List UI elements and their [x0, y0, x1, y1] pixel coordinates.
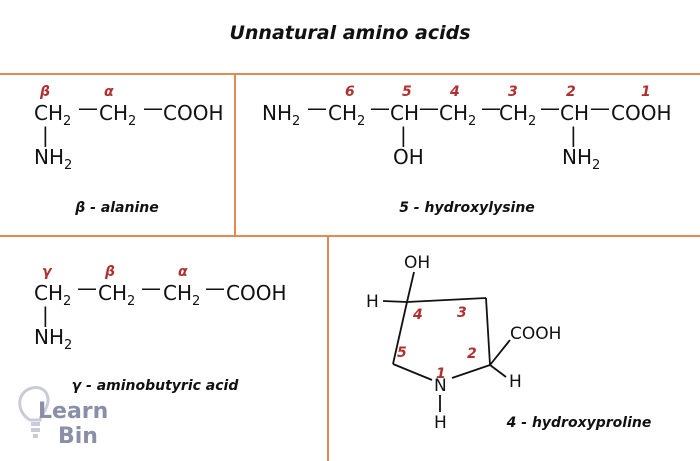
atom-c4: CH2 [439, 101, 476, 129]
atom-nh2-alpha: NH2 [562, 145, 600, 173]
bond-c: — [419, 96, 439, 120]
locant-2: 2 [467, 346, 477, 362]
bond-2: — [141, 276, 161, 300]
panel-hydroxylysine: 6 5 4 3 2 1 NH2 — CH2 — CH — CH2 — CH2 —… [262, 84, 672, 216]
atom-cooh: COOH [163, 101, 224, 125]
atom-ch2-beta: CH2 [98, 281, 135, 309]
atom-h-n: H [434, 413, 447, 433]
locant-1: 1 [436, 366, 446, 382]
bond-e: — [540, 96, 560, 120]
divider-middle [0, 235, 700, 237]
atom-c6: CH2 [328, 101, 365, 129]
locant-6: 6 [345, 84, 355, 100]
bond-c4-c3 [406, 297, 487, 303]
divider-top-vertical [234, 73, 236, 236]
caption-hydroxyproline: 4 - hydroxyproline [506, 415, 652, 431]
panel-beta-alanine: β α CH2 — CH2 — COOH | NH2 β - alanine [34, 84, 224, 216]
atom-ch2-beta: CH2 [34, 101, 71, 129]
bond-vertical-oh: | [400, 123, 407, 147]
bond-vertical-nh2: | [570, 123, 577, 147]
bond-c2-cooh [489, 339, 511, 366]
bond-vertical: | [42, 123, 49, 147]
locant-2: 2 [566, 84, 576, 100]
atom-cooh: COOH [611, 101, 672, 125]
bond-b: — [370, 96, 390, 120]
atom-nh2-terminal: NH2 [262, 101, 300, 129]
locant-1: 1 [641, 84, 651, 100]
bond-c2-n [451, 364, 491, 379]
locant-4: 4 [412, 307, 423, 323]
atom-ch2-alpha: CH2 [163, 281, 200, 309]
atom-oh: OH [404, 253, 430, 273]
atom-c2: CH [560, 101, 589, 125]
divider-bottom-vertical [327, 236, 329, 461]
bond-d: — [481, 96, 501, 120]
atom-ch2-gamma: CH2 [34, 281, 71, 309]
atom-h-c4: H [366, 292, 379, 312]
divider-top [0, 73, 700, 75]
bond-2: — [143, 96, 163, 120]
bond-c2-h [489, 364, 507, 378]
bond-1: — [77, 276, 97, 300]
locant-alpha: α [178, 264, 188, 280]
locant-3: 3 [508, 84, 518, 100]
locant-beta: β [39, 84, 50, 100]
bond-n-c5 [392, 363, 433, 381]
atom-cooh: COOH [226, 281, 287, 305]
bond-1: — [78, 96, 98, 120]
atom-n: N [434, 376, 447, 396]
atom-c3: CH2 [499, 101, 536, 129]
bond-a: — [307, 96, 327, 120]
page-title: Unnatural amino acids [229, 22, 471, 44]
caption-gaba: γ - aminobutyric acid [72, 378, 240, 394]
locant-alpha: α [104, 84, 114, 100]
panel-hydroxyproline: OH H COOH H N H 1 2 3 4 5 4 - hydroxypro… [366, 253, 651, 433]
caption-beta-alanine: β - alanine [74, 200, 159, 216]
locant-4: 4 [449, 84, 460, 100]
atom-nh2: NH2 [34, 325, 72, 353]
locant-3: 3 [457, 305, 467, 321]
lightbulb-icon [18, 386, 50, 438]
locant-gamma: γ [42, 264, 53, 280]
bond-c5-c4 [392, 301, 408, 365]
locant-5: 5 [397, 345, 407, 361]
logo-line2: Bin [58, 424, 98, 449]
bond-c4-h [382, 300, 408, 303]
bond-c4-oh [406, 271, 415, 303]
locant-beta: β [104, 264, 115, 280]
atom-c5: CH [390, 101, 419, 125]
panel-gaba: γ β α CH2 — CH2 — CH2 — COOH | NH2 γ - a… [34, 264, 287, 394]
atom-h-c2: H [509, 372, 522, 392]
bond-f: — [590, 96, 610, 120]
bond-c3-c2 [485, 297, 491, 366]
atom-oh: OH [393, 145, 424, 169]
atom-nh2: NH2 [34, 145, 72, 173]
locant-5: 5 [402, 84, 412, 100]
atom-cooh: COOH [510, 324, 561, 344]
atom-ch2-alpha: CH2 [99, 101, 136, 129]
bond-vertical: | [42, 303, 49, 327]
bond-3: — [205, 276, 225, 300]
caption-hydroxylysine: 5 - hydroxylysine [399, 200, 535, 216]
logo-line1: Learn [38, 399, 108, 424]
learnbin-logo: Learn Bin [18, 386, 108, 449]
